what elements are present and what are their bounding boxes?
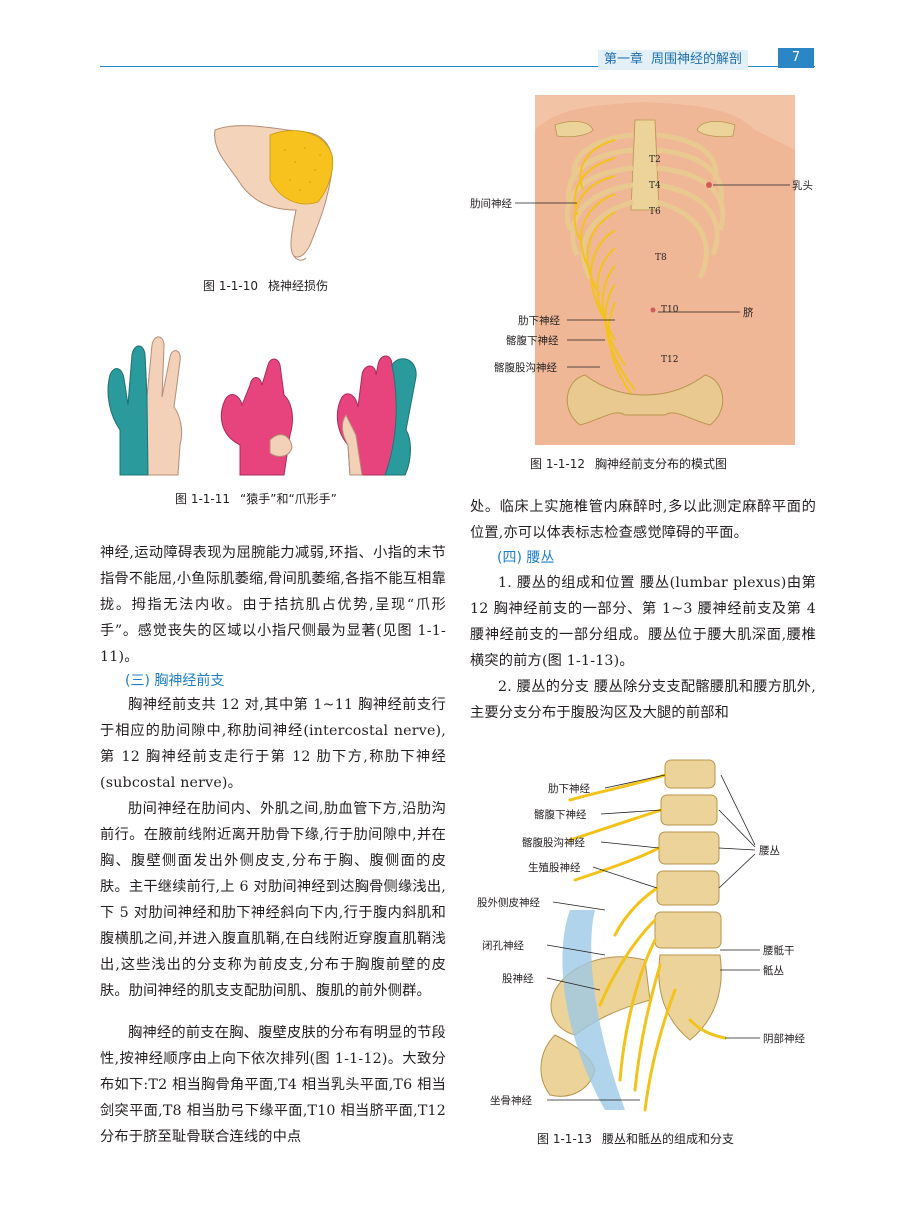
body-paragraph: 2. 腰丛的分支 腰丛除分支支配髂腰肌和腰方肌外,主要分支分布于腹股沟区及大腿的… xyxy=(470,679,816,721)
figure-thoracic-nerve-distribution: 肋间神经 乳头 脐 肋下神经 髂腹下神经 髂腹股沟神经 T2 T4 T6 T8 … xyxy=(470,95,813,445)
section-heading-thoracic-nerves: (三) 胸神经前支 xyxy=(125,673,225,689)
body-paragraph: 神经,运动障碍表现为屈腕能力减弱,环指、小指的末节指骨不能屈,小鱼际肌萎缩,骨间… xyxy=(100,545,446,665)
label-subcostal-nerve: 肋下神经 xyxy=(548,782,590,795)
label-t10: T10 xyxy=(661,305,679,315)
page-number: 7 xyxy=(778,48,814,68)
figure-number: 图 1-1-11 xyxy=(175,492,231,506)
figure-caption: 图 1-1-10 桡神经损伤 xyxy=(203,277,328,294)
figure-radial-nerve-injury xyxy=(214,125,334,261)
label-lumbosacral-trunk: 腰骶干 xyxy=(763,945,795,957)
figure-number: 图 1-1-10 xyxy=(203,279,259,293)
label-sciatic-nerve: 坐骨神经 xyxy=(490,1094,532,1107)
body-paragraph: 处。临床上实施椎管内麻醉时,多以此测定麻醉平面的位置,亦可以体表标志检查感觉障碍… xyxy=(470,499,816,541)
body-paragraph: 肋间神经在肋间内、外肌之间,肋血管下方,沿肋沟前行。在腋前线附近离开肋骨下缘,行… xyxy=(100,801,446,999)
figure-title: 腰丛和骶丛的组成和分支 xyxy=(602,1132,735,1146)
figure-lumbar-sacral-plexus: 肋下神经 髂腹下神经 髂腹股沟神经 生殖股神经 股外侧皮神经 闭孔神经 股神经 … xyxy=(477,759,805,1112)
label-t4: T4 xyxy=(649,181,661,191)
label-intercostal-nerve: 肋间神经 xyxy=(470,197,512,210)
hand-illustration-3 xyxy=(336,355,417,476)
figure-title: 桡神经损伤 xyxy=(268,279,329,293)
label-obturator-nerve: 闭孔神经 xyxy=(482,939,524,952)
figure-caption: 图 1-1-11 “猿手”和“爪形手” xyxy=(175,490,337,507)
label-lateral-femoral-cutaneous-nerve: 股外侧皮神经 xyxy=(477,896,540,909)
label-iliohypogastric-nerve: 髂腹下神经 xyxy=(534,808,587,821)
label-navel: 脐 xyxy=(743,306,754,319)
figure-number: 图 1-1-13 xyxy=(537,1132,593,1146)
label-genitofemoral-nerve: 生殖股神经 xyxy=(528,861,581,874)
label-femoral-nerve: 股神经 xyxy=(502,972,534,985)
label-ilioinguinal-nerve: 髂腹股沟神经 xyxy=(522,836,585,849)
figure-number: 图 1-1-12 xyxy=(530,457,586,471)
hand-illustration-1 xyxy=(107,336,183,476)
label-sacral-plexus: 骶丛 xyxy=(763,965,784,977)
label-t2: T2 xyxy=(649,155,661,165)
label-lumbar-plexus: 腰丛 xyxy=(759,845,780,857)
chapter-number: 第一章 xyxy=(604,52,644,67)
label-pudendal-nerve: 阴部神经 xyxy=(763,1032,805,1045)
figure-caption: 图 1-1-13 腰丛和骶丛的组成和分支 xyxy=(537,1130,734,1147)
body-paragraph: 1. 腰丛的组成和位置 腰丛(lumbar plexus)由第 12 胸神经前支… xyxy=(470,575,816,669)
hand-illustration-2 xyxy=(220,358,293,476)
figure-monkey-claw-hand xyxy=(107,336,417,476)
label-t8: T8 xyxy=(655,253,667,263)
chapter-title: 周围神经的解剖 xyxy=(651,52,743,67)
label-t6: T6 xyxy=(649,207,661,217)
body-paragraph: 胸神经的前支在胸、腹壁皮肤的分布有明显的节段性,按神经顺序由上向下依次排列(图 … xyxy=(100,1025,446,1145)
label-nipple: 乳头 xyxy=(792,179,813,192)
figure-title: 胸神经前支分布的模式图 xyxy=(595,457,728,471)
label-ilioinguinal-nerve: 髂腹股沟神经 xyxy=(494,361,557,374)
figure-title: “猿手”和“爪形手” xyxy=(240,492,337,506)
section-heading-lumbar-plexus: (四) 腰丛 xyxy=(497,550,555,566)
label-subcostal-nerve: 肋下神经 xyxy=(518,314,560,327)
running-header: 第一章周围神经的解剖 xyxy=(598,50,749,70)
body-paragraph: 胸神经前支共 12 对,其中第 1~11 胸神经前支行于相应的肋间隙中,称肋间神… xyxy=(100,697,446,791)
header-rule xyxy=(100,66,815,67)
figure-caption: 图 1-1-12 胸神经前支分布的模式图 xyxy=(530,455,727,472)
label-iliohypogastric-nerve: 髂腹下神经 xyxy=(506,334,559,347)
label-t12: T12 xyxy=(661,355,678,365)
